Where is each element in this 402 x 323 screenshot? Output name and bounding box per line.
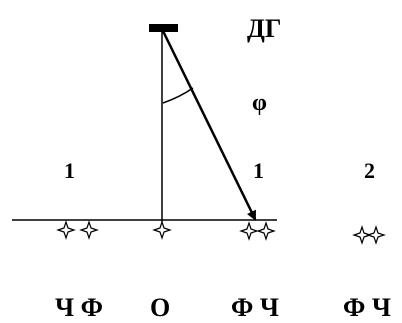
- spectrum-label-right-2: Ф Ч: [343, 293, 391, 322]
- angle-arc: [162, 87, 194, 104]
- angle-label: φ: [252, 90, 267, 116]
- star-marker-center: [152, 220, 172, 240]
- star-marker-right-2a: [352, 225, 372, 245]
- order-label-right-2: 2: [364, 158, 375, 183]
- spectrum-label-left: Ч Ф: [55, 293, 103, 322]
- star-marker-left-1: [56, 220, 76, 240]
- diffracted-ray-arrow: [161, 30, 257, 221]
- star-marker-right-2b: [366, 225, 386, 245]
- diffraction-grating: [149, 24, 178, 32]
- star-marker-right-1a: [239, 221, 259, 241]
- star-marker-left-2: [79, 220, 99, 240]
- order-label-right-1: 1: [253, 158, 264, 183]
- spectrum-label-right-1: Ф Ч: [231, 293, 279, 322]
- star-marker-right-1b: [256, 221, 276, 241]
- grating-label: ДГ: [247, 14, 281, 43]
- order-label-left: 1: [64, 158, 75, 183]
- spectrum-label-center: О: [150, 293, 170, 322]
